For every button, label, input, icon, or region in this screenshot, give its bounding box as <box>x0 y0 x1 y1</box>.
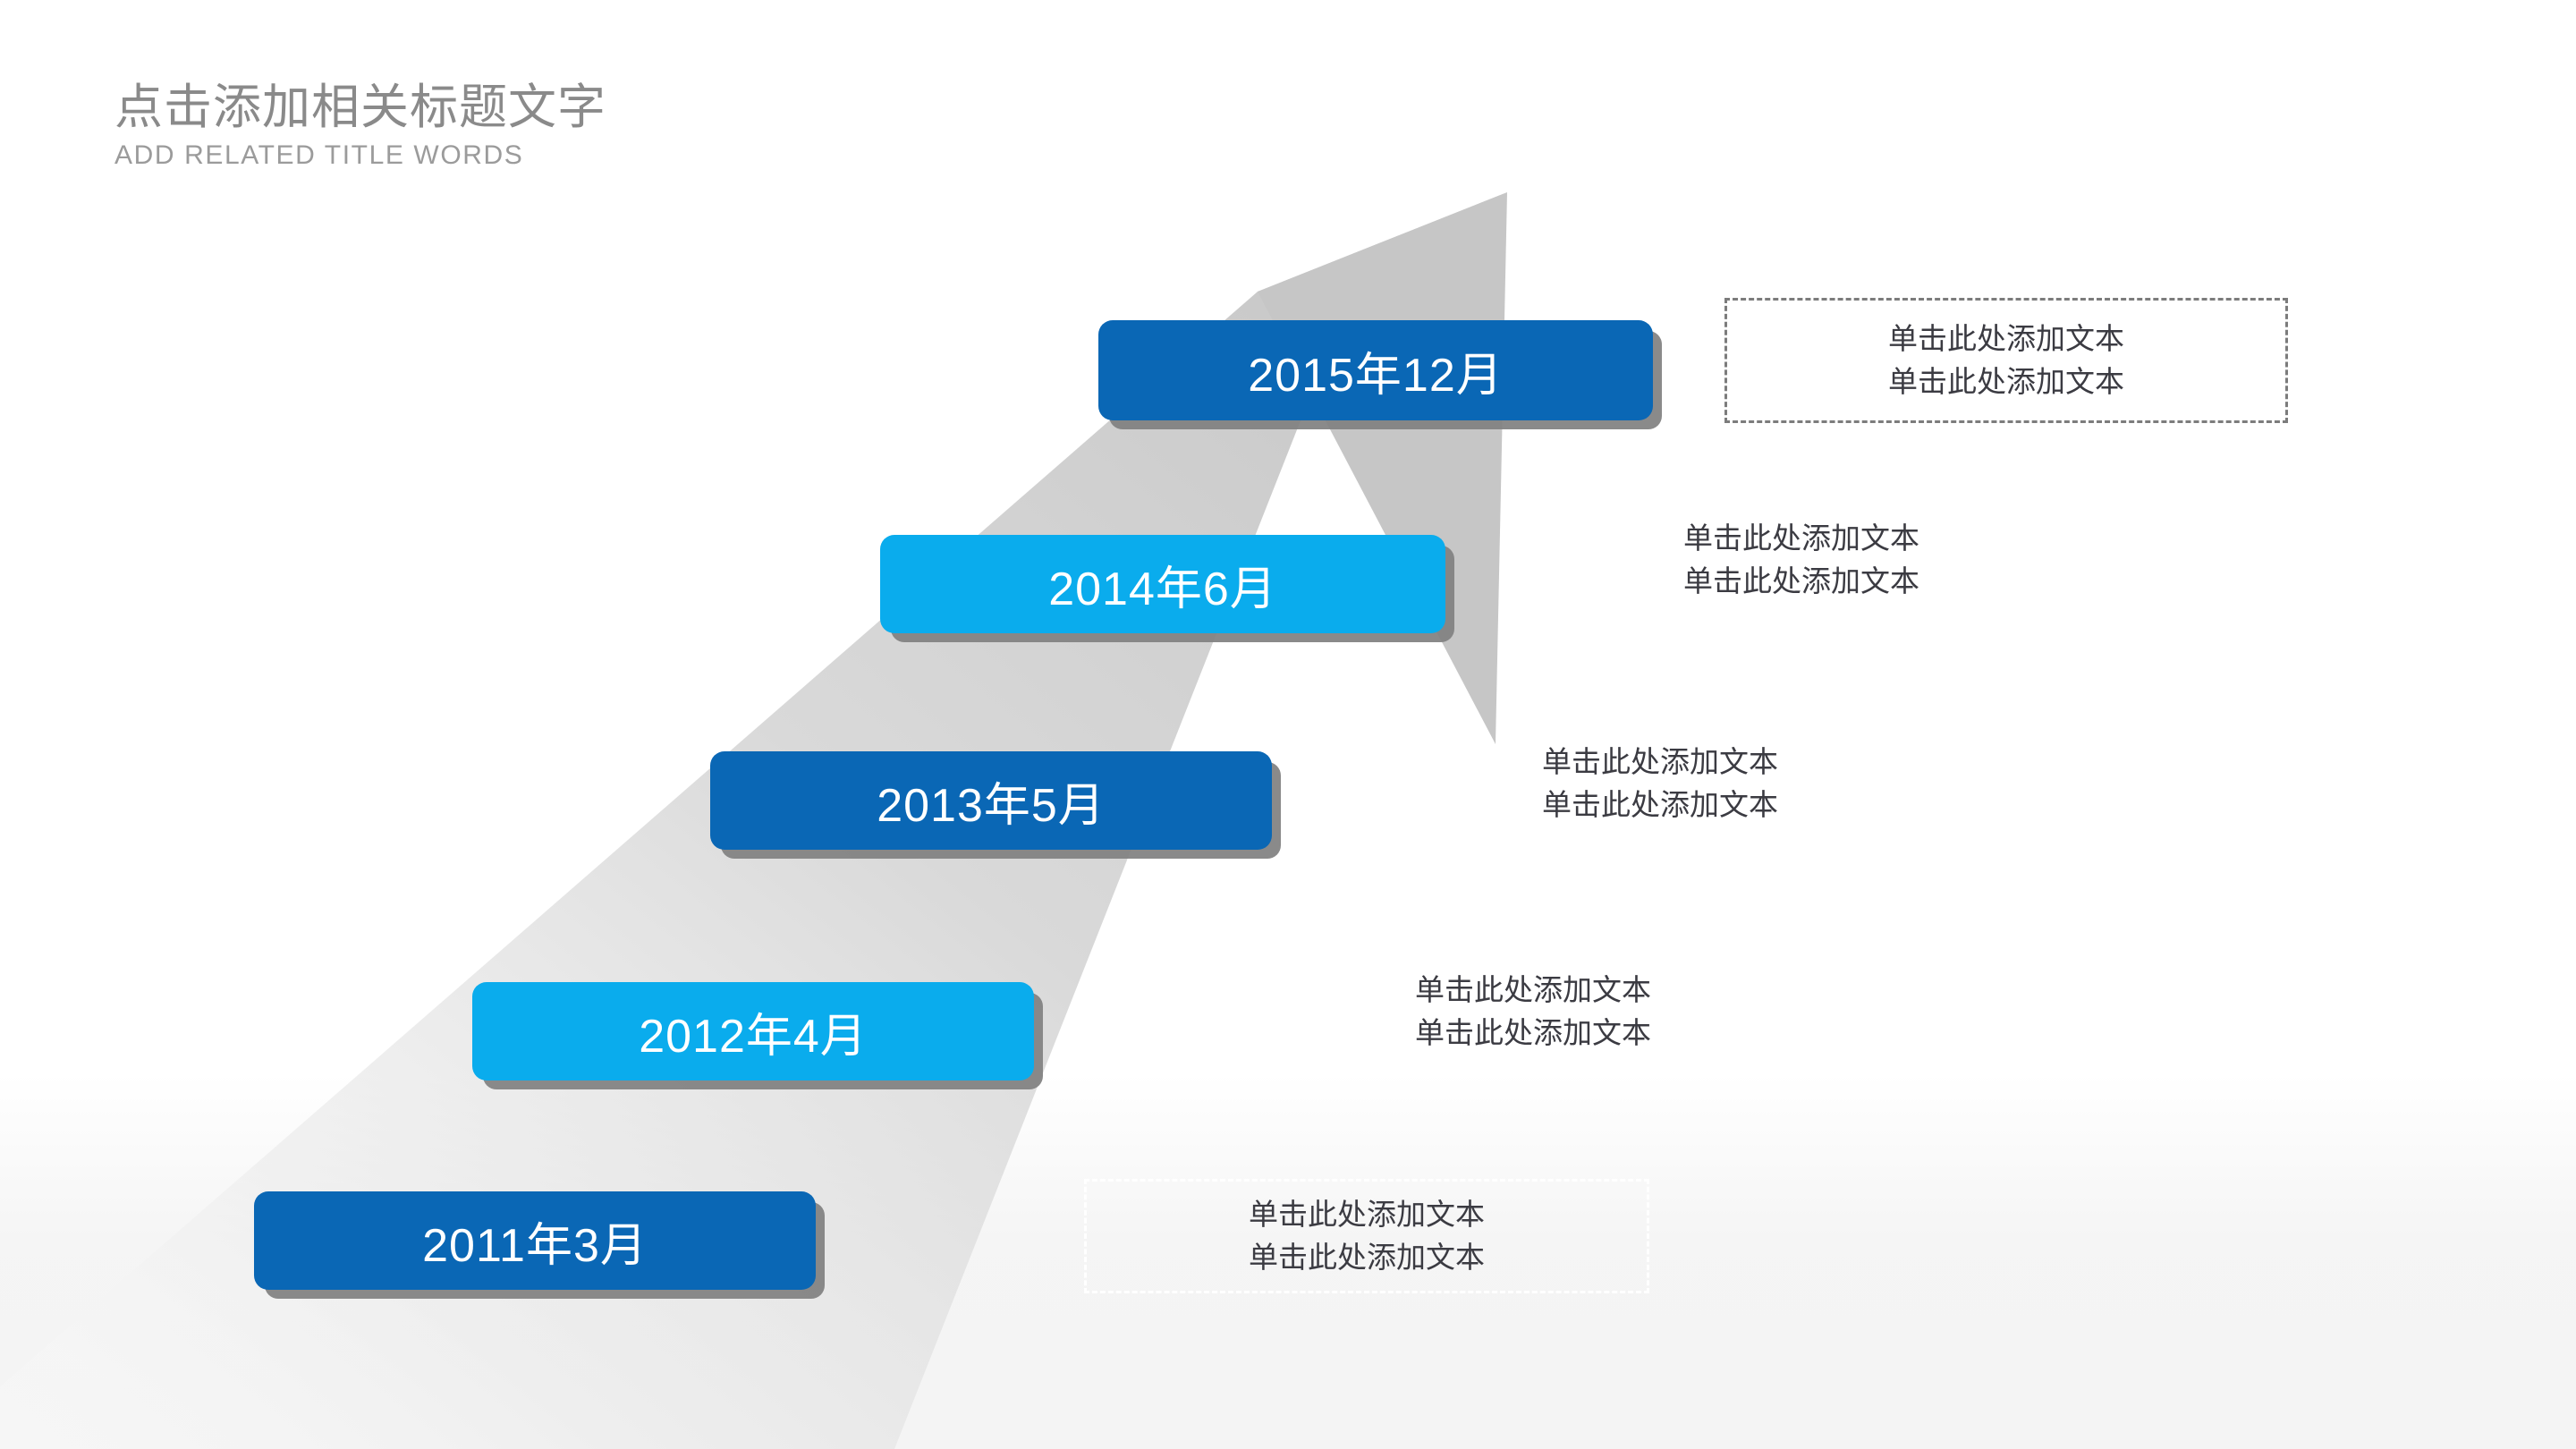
slide-header: 点击添加相关标题文字 ADD RELATED TITLE WORDS <box>114 82 606 171</box>
note-line: 单击此处添加文本 <box>1888 322 2124 356</box>
note-line: 单击此处添加文本 <box>1683 521 1919 555</box>
milestone-note-2014[interactable]: 单击此处添加文本 单击此处添加文本 <box>1631 517 1971 603</box>
note-line: 单击此处添加文本 <box>1415 1015 1651 1049</box>
milestone-bar-2012[interactable]: 2012年4月 <box>472 982 1034 1080</box>
milestone-label: 2014年6月 <box>1048 563 1277 615</box>
page-title: 点击添加相关标题文字 <box>114 80 606 134</box>
note-line: 单击此处添加文本 <box>1415 973 1651 1006</box>
milestone-note-2011[interactable]: 单击此处添加文本 单击此处添加文本 <box>1084 1179 1649 1293</box>
milestone-note-2013[interactable]: 单击此处添加文本 单击此处添加文本 <box>1490 741 1830 826</box>
note-line: 单击此处添加文本 <box>1542 787 1778 821</box>
note-line: 单击此处添加文本 <box>1542 745 1778 778</box>
milestone-label: 2012年4月 <box>639 1010 868 1063</box>
page-subtitle: ADD RELATED TITLE WORDS <box>114 140 524 170</box>
note-line: 单击此处添加文本 <box>1683 564 1919 597</box>
milestone-bar-2014[interactable]: 2014年6月 <box>880 535 1445 633</box>
milestone-note-2015[interactable]: 单击此处添加文本 单击此处添加文本 <box>1724 298 2288 423</box>
milestone-bar-2015[interactable]: 2015年12月 <box>1098 320 1653 420</box>
milestone-bar-2011[interactable]: 2011年3月 <box>254 1191 816 1290</box>
milestone-label: 2013年5月 <box>877 779 1106 832</box>
milestone-label: 2011年3月 <box>422 1219 648 1272</box>
milestone-note-2012[interactable]: 单击此处添加文本 单击此处添加文本 <box>1363 969 1703 1055</box>
note-line: 单击此处添加文本 <box>1888 365 2124 398</box>
milestone-label: 2015年12月 <box>1248 349 1504 402</box>
note-line: 单击此处添加文本 <box>1249 1198 1485 1232</box>
milestone-bar-2013[interactable]: 2013年5月 <box>710 751 1272 850</box>
note-line: 单击此处添加文本 <box>1249 1241 1485 1274</box>
